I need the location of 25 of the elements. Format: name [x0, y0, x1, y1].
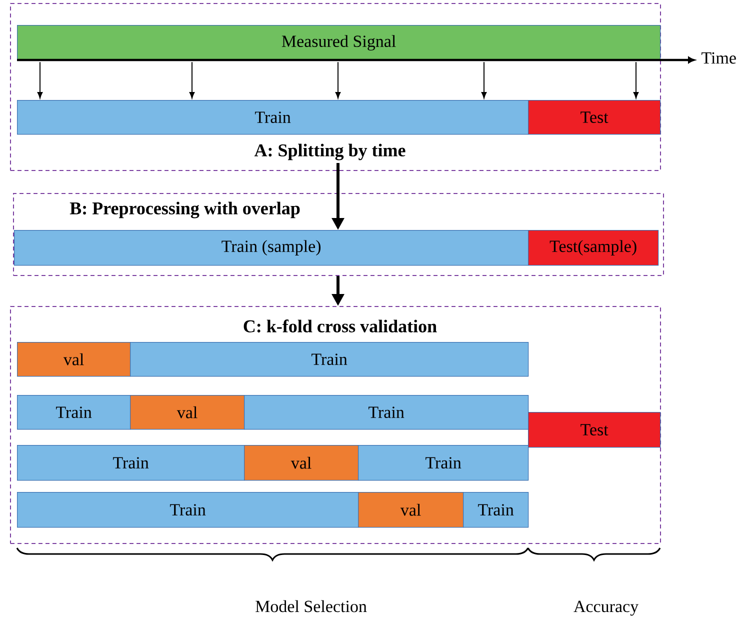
- train-segment: Train: [17, 395, 131, 430]
- arrow: [335, 62, 341, 98]
- train-segment: Train (sample): [14, 230, 529, 266]
- test-segment: Test: [528, 412, 661, 448]
- signal-bar: Measured Signal: [17, 25, 661, 61]
- test-segment: Test(sample): [528, 230, 659, 266]
- train-segment: Train: [17, 100, 529, 135]
- train-segment: Train: [130, 342, 529, 377]
- train-segment: Train: [17, 492, 359, 528]
- arrow: [481, 62, 487, 98]
- brace-label: Model Selection: [256, 600, 367, 612]
- validation-segment: val: [130, 395, 245, 430]
- validation-segment: val: [358, 492, 464, 528]
- arrow: [633, 62, 639, 98]
- arrow: [189, 62, 195, 98]
- train-segment: Train: [358, 445, 529, 481]
- train-segment: Train: [17, 445, 245, 481]
- arrow: [37, 62, 43, 98]
- brace-label: Accuracy: [574, 600, 638, 616]
- validation-segment: val: [17, 342, 131, 377]
- test-segment: Test: [528, 100, 661, 135]
- axis-label: Time: [702, 52, 736, 64]
- train-segment: Train: [463, 492, 529, 528]
- train-segment: Train: [244, 395, 529, 430]
- validation-segment: val: [244, 445, 359, 481]
